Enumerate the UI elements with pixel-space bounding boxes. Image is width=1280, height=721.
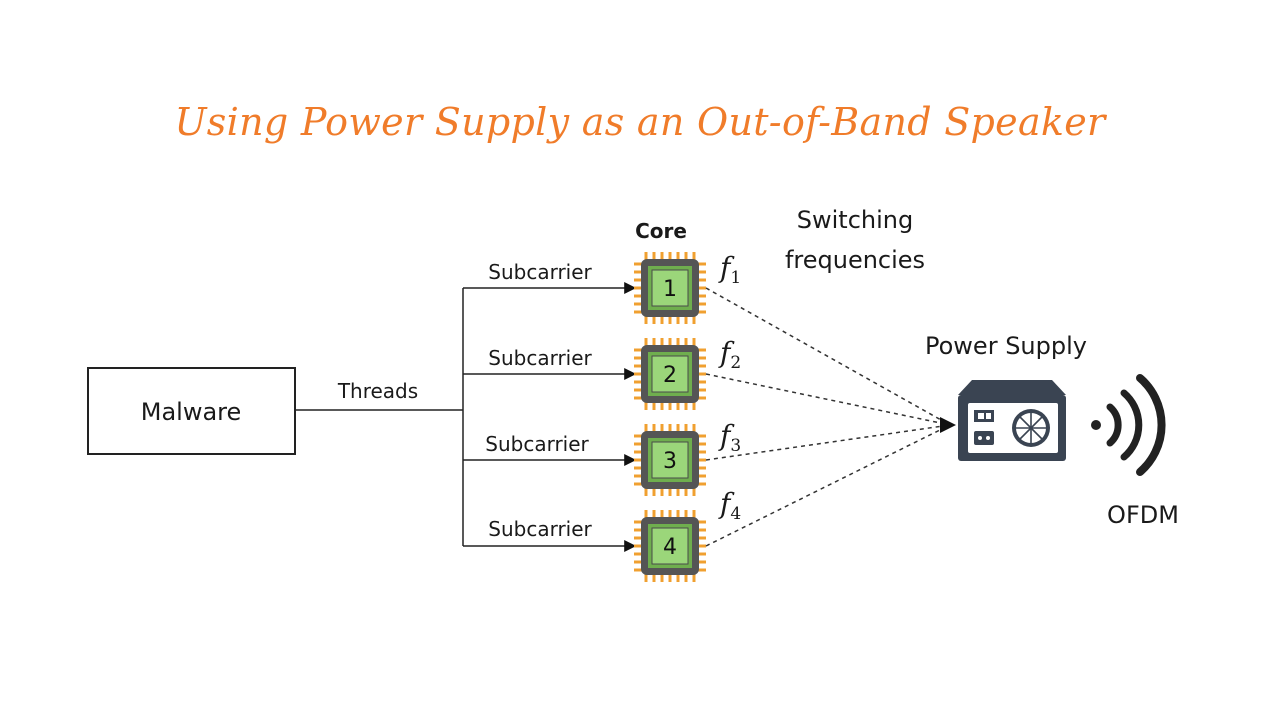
branch-3: Subcarrier (463, 432, 637, 466)
wireless-signal-icon (1091, 374, 1166, 476)
freq-label-4: f4 (718, 487, 741, 524)
cpu-core-1: 1 (634, 252, 706, 324)
switching-label-line2: frequencies (785, 246, 925, 274)
diagram-title: Using Power Supply as an Out-of-Band Spe… (174, 100, 1106, 144)
core-header: Core (635, 219, 687, 243)
subcarrier-label-3: Subcarrier (485, 432, 589, 456)
cpu-core-2: 2 (634, 338, 706, 410)
branch-2: Subcarrier (463, 346, 637, 380)
cpu-core-4: 4 (634, 510, 706, 582)
freq-label-3: f3 (718, 419, 741, 456)
subcarrier-label-2: Subcarrier (488, 346, 592, 370)
switching-label-line1: Switching (797, 206, 913, 234)
freq-label-2: f2 (718, 336, 741, 373)
freq-label-1: f1 (718, 251, 741, 288)
branch-1: Subcarrier (463, 260, 637, 294)
malware-box (87, 367, 296, 455)
subcarrier-label-4: Subcarrier (488, 517, 592, 541)
core-number-1: 1 (663, 277, 677, 302)
cpu-core-3: 3 (634, 424, 706, 496)
dashed-line-4 (705, 424, 951, 547)
subcarrier-label-1: Subcarrier (488, 260, 592, 284)
core-number-3: 3 (663, 449, 677, 474)
threads-label: Threads (337, 379, 418, 403)
svg-text:f2: f2 (718, 336, 741, 373)
dashed-line-1 (705, 287, 951, 426)
dashed-frequency-lines (705, 287, 951, 547)
core-number-2: 2 (663, 363, 677, 388)
malware-label: Malware (141, 398, 242, 426)
psu-arrowhead (940, 417, 956, 433)
svg-text:f4: f4 (718, 487, 741, 524)
power-supply-label: Power Supply (925, 332, 1087, 360)
branch-4: Subcarrier (463, 517, 637, 552)
ofdm-label: OFDM (1107, 501, 1179, 529)
core-number-4: 4 (663, 535, 677, 560)
svg-text:f1: f1 (718, 251, 741, 288)
dashed-line-3 (705, 424, 951, 461)
power-supply-icon (958, 380, 1066, 461)
dashed-line-2 (705, 373, 951, 426)
svg-text:f3: f3 (718, 419, 741, 456)
